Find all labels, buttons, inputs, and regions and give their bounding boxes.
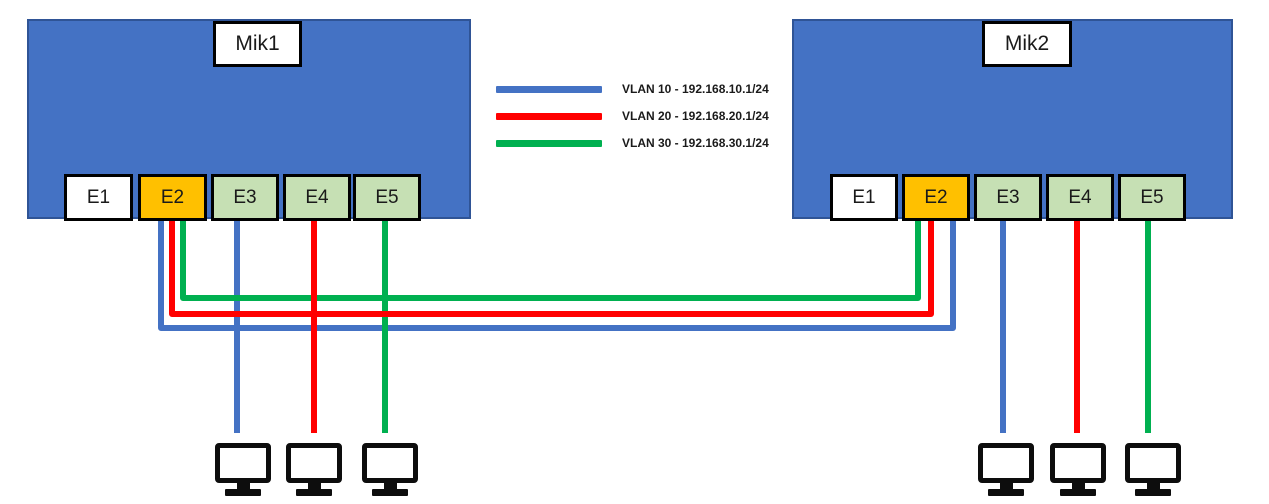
router-mik1-name: Mik1 [213,21,302,67]
computer-icon [978,443,1034,496]
port-mik2-e5: E5 [1118,174,1186,221]
trunk-line-vlan30 [180,216,921,301]
port-mik2-e1: E1 [830,174,898,221]
trunk-line-vlan10 [158,216,956,331]
vlan20-color-swatch [496,112,602,120]
port-label: E3 [996,186,1020,208]
port-label: E5 [1140,186,1164,208]
port-mik2-e4: E4 [1046,174,1114,221]
port-mik1-e3: E3 [211,174,279,221]
port-mik2-e3: E3 [974,174,1042,221]
legend-row-vlan20: VLAN 20 - 192.168.20.1/24 [496,109,769,123]
port-label: E3 [233,186,257,208]
port-label: E1 [86,186,111,208]
vlan10-color-swatch [496,85,602,93]
port-label: E2 [924,186,948,208]
port-label: E1 [852,186,876,208]
legend-row-vlan30: VLAN 30 - 192.168.30.1/24 [496,136,769,150]
vlan30-color-swatch [496,139,602,147]
computer-icon [1125,443,1181,496]
legend-label: VLAN 10 - 192.168.10.1/24 [622,82,769,96]
trunk-line-vlan20 [169,216,934,317]
port-mik1-e5: E5 [353,174,421,221]
port-mik2-e2: E2 [902,174,970,221]
router-name-text: Mik1 [235,32,280,55]
port-label: E4 [1068,186,1092,208]
port-mik1-e4: E4 [283,174,351,221]
router-mik2-name: Mik2 [982,21,1072,67]
port-mik1-e1: E1 [64,174,133,221]
router-name-text: Mik2 [1004,32,1050,55]
computer-icon [362,443,418,496]
vlan-legend: VLAN 10 - 192.168.10.1/24 VLAN 20 - 192.… [496,82,769,163]
port-label: E2 [160,186,185,208]
port-mik1-e2: E2 [138,174,207,221]
computer-icon [286,443,342,496]
computer-icon [1050,443,1106,496]
legend-label: VLAN 30 - 192.168.30.1/24 [622,136,769,150]
legend-row-vlan10: VLAN 10 - 192.168.10.1/24 [496,82,769,96]
legend-label: VLAN 20 - 192.168.20.1/24 [622,109,769,123]
port-label: E4 [305,186,329,208]
computer-icon [215,443,271,496]
port-label: E5 [375,186,399,208]
